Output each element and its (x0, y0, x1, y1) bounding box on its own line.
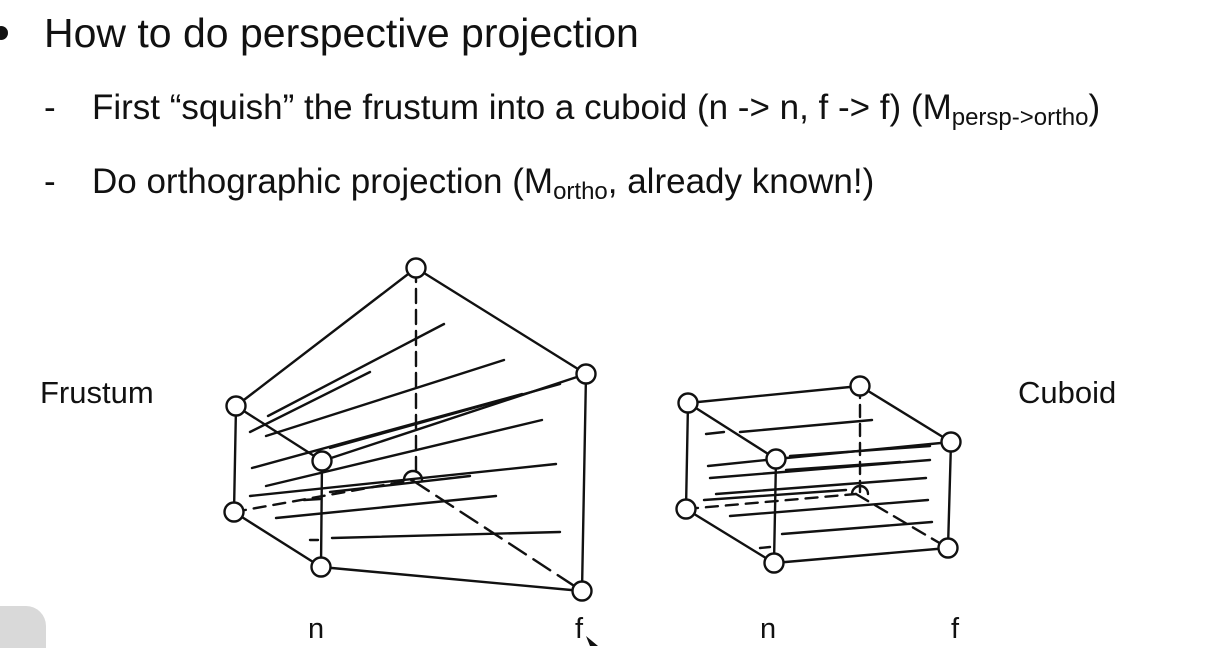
vertex-icon (223, 501, 245, 523)
vertex-icon (940, 431, 962, 453)
vertex-icon (677, 392, 699, 414)
persp-ortho-subscript: persp->ortho (951, 104, 1089, 131)
frustum-far-label: f (575, 613, 584, 645)
vertex-icon (849, 375, 871, 397)
sub-bullet-ortho-prefix: Do orthographic projection (M (92, 162, 554, 201)
sub-bullet-squish-prefix: First “squish” the frustum into a cuboid… (92, 88, 952, 127)
dash-icon: - (44, 162, 56, 201)
cuboid-far-label: f (951, 613, 960, 645)
sub-bullet-ortho-suffix: , already known!) (607, 162, 875, 201)
dash-icon: - (44, 88, 56, 127)
cuboid-near-label: n (760, 613, 777, 645)
frustum-shape (232, 266, 588, 593)
ortho-subscript: ortho (553, 178, 608, 205)
vertex-icon (405, 257, 427, 279)
main-bullet-text: How to do perspective projection (44, 10, 639, 56)
presenter-overlay (0, 606, 46, 648)
sub-bullet-ortho-text: Do orthographic projection (Mortho, alre… (92, 160, 874, 204)
vertex-icon (937, 537, 959, 559)
frustum-near-label: n (308, 613, 325, 645)
vertex-icon (571, 580, 593, 602)
frustum-label: Frustum (40, 375, 154, 410)
vertex-icon (575, 363, 597, 385)
bullet-dot-icon (0, 26, 8, 40)
vertex-icon (225, 395, 247, 417)
vertex-markers (223, 257, 962, 602)
sub-bullet-squish-suffix: ) (1088, 88, 1101, 127)
cuboid-label: Cuboid (1018, 375, 1117, 410)
cuboid-shape (684, 384, 953, 565)
vertex-icon (763, 552, 785, 574)
vertex-icon (310, 556, 332, 578)
vertex-icon (311, 450, 333, 472)
vertex-icon (675, 498, 697, 520)
vertex-icon (765, 448, 787, 470)
sub-bullet-squish-text: First “squish” the frustum into a cuboid… (92, 86, 1100, 130)
cursor-icon (586, 636, 598, 646)
